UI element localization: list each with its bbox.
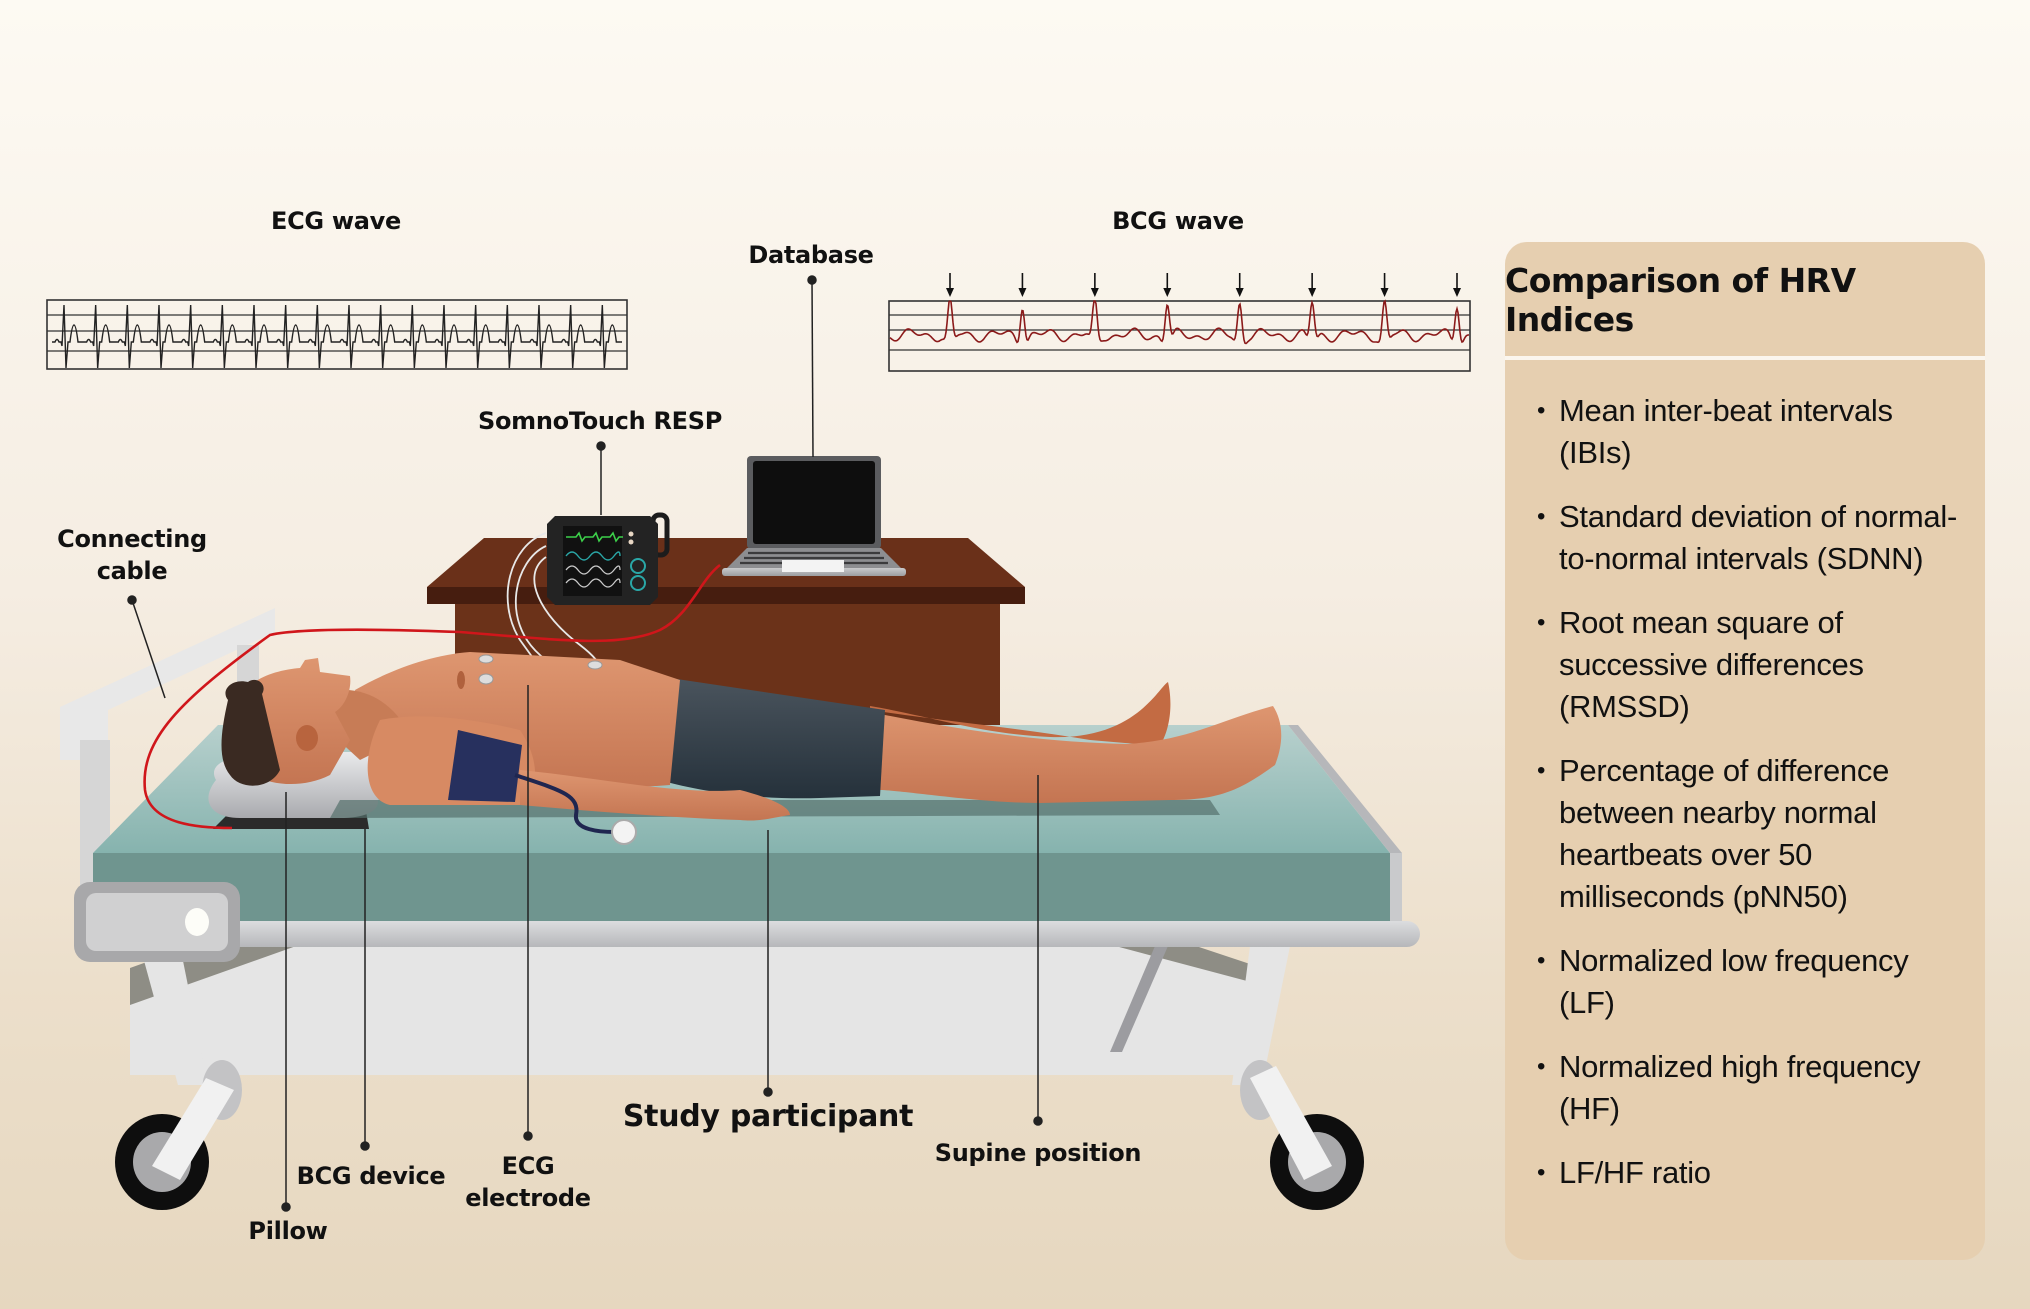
hrv-indices-list: Mean inter-beat intervals (IBIs) Standar… <box>1537 390 1965 1216</box>
laptop <box>722 456 906 576</box>
leader-dot <box>1033 1116 1043 1126</box>
device-wave-green <box>566 531 623 543</box>
bcg-peak-arrow-icon <box>1018 273 1027 297</box>
bcg-wave-chart <box>888 273 1471 372</box>
connecting-cable <box>143 563 721 830</box>
mattress-rail-end <box>1390 853 1402 921</box>
wheel-left <box>115 1060 242 1210</box>
bcg-peak-arrow-icon <box>1235 273 1244 297</box>
leader-dot <box>596 441 606 451</box>
ecg-electrode-label-line2: electrode <box>465 1184 591 1213</box>
hrv-index-item: Normalized low frequency (LF) <box>1537 940 1965 1024</box>
ecg-wave-chart <box>46 299 628 370</box>
device-led <box>628 539 634 545</box>
leader-dot <box>763 1087 773 1097</box>
device-power-button <box>630 558 646 574</box>
somnotouch-device <box>547 512 670 605</box>
hrv-index-item: LF/HF ratio <box>1537 1152 1965 1194</box>
database-label: Database <box>748 241 874 269</box>
study-participant-figure <box>221 652 1282 845</box>
leader-dot <box>360 1141 370 1151</box>
supine-position-label: Supine position <box>934 1139 1142 1167</box>
ecg-electrode <box>587 660 603 670</box>
bed-leg-right <box>1232 946 1290 1085</box>
connecting-cable-label-line2: cable <box>96 557 168 586</box>
hrv-index-item: Mean inter-beat intervals (IBIs) <box>1537 390 1965 474</box>
bed-head-bumper-inner <box>86 893 228 951</box>
device-enter-button <box>630 575 646 591</box>
mattress-side <box>93 853 1390 921</box>
desk-top <box>427 538 1025 587</box>
bcg-peak-arrow-icon <box>1380 273 1389 297</box>
bed-strut <box>1110 946 1168 1052</box>
hrv-index-item: Percentage of difference between nearby … <box>1537 750 1965 918</box>
bcg-frame <box>888 300 1471 372</box>
leader-dot <box>281 1202 291 1212</box>
participant-ear <box>296 725 318 751</box>
laptop-trackpad <box>782 560 844 572</box>
device-wave-teal <box>565 551 621 561</box>
ecg-electrode-label-line1: ECG <box>501 1152 555 1180</box>
hrv-index-item: Standard deviation of normal-to-normal i… <box>1537 496 1965 580</box>
bcg-device-label: BCG device <box>296 1162 446 1190</box>
bp-tube <box>514 773 616 834</box>
bp-gauge <box>611 819 637 845</box>
pillow-label: Pillow <box>248 1217 328 1245</box>
study-participant-label: Study participant <box>622 1099 914 1134</box>
mattress-rail-edge <box>1288 725 1402 853</box>
connecting-cable-label: Connecting cable <box>32 523 232 588</box>
leader-dot <box>807 275 817 285</box>
leader-dot <box>127 595 137 605</box>
leader-database <box>811 279 814 458</box>
device-wave-white <box>565 578 621 588</box>
bcg-peak-arrow-icon <box>1090 273 1099 297</box>
bp-cuff <box>448 730 522 802</box>
panel-title: Comparison of HRV Indices <box>1505 261 1856 339</box>
ecg-trace <box>52 304 622 369</box>
device-led <box>628 531 634 537</box>
bcg-peak-arrow-icon <box>946 273 954 297</box>
wheel-right <box>1240 1060 1364 1210</box>
ecg-frame <box>46 299 628 370</box>
ecg-wave-title: ECG wave <box>271 207 401 235</box>
laptop-screen <box>753 461 875 544</box>
ecg-electrode <box>478 654 494 664</box>
ecg-electrode <box>478 673 494 685</box>
hrv-indices-panel: Comparison of HRV Indices Mean inter-bea… <box>1505 242 1985 1260</box>
leader-lines <box>127 275 1043 1212</box>
device-wave-white <box>565 565 621 575</box>
ecg-electrode-label: ECG electrode <box>448 1150 608 1215</box>
bcg-wave-title: BCG wave <box>1112 207 1244 235</box>
somnotouch-label: SomnoTouch RESP <box>477 407 723 435</box>
bcg-peak-arrow-icon <box>1453 273 1461 297</box>
hrv-index-item: Normalized high frequency (HF) <box>1537 1046 1965 1130</box>
bcg-trace <box>889 299 1470 345</box>
hrv-index-item: Root mean square of successive differenc… <box>1537 602 1965 728</box>
bcg-peak-arrow-icon <box>1163 273 1172 297</box>
participant-hair <box>221 679 280 786</box>
bed-head-light <box>185 908 209 936</box>
bcg-peak-arrows <box>946 273 1461 297</box>
connecting-cable-label-line1: Connecting <box>57 525 207 553</box>
bed-side-rail <box>90 921 1420 947</box>
panel-divider <box>1505 356 1985 360</box>
bcg-peak-arrow-icon <box>1308 273 1317 297</box>
leader-cable <box>131 599 166 699</box>
bed-leg-left <box>140 946 208 1085</box>
leader-dot <box>523 1131 533 1141</box>
